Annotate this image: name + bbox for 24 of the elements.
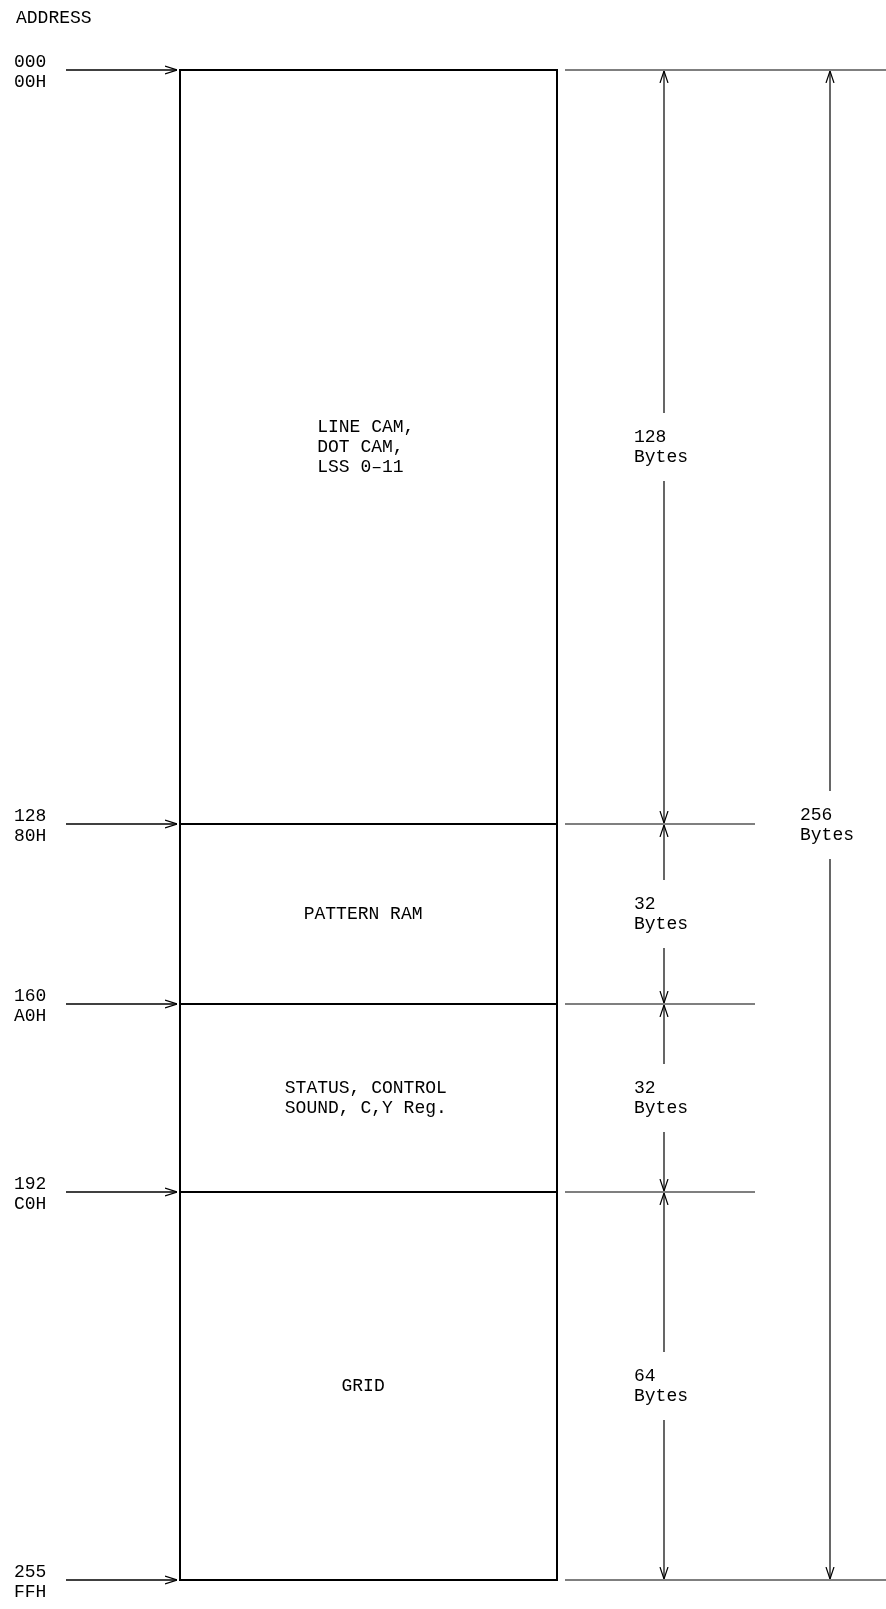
- arrow: [65, 1575, 178, 1585]
- address-label: 192 C0H: [14, 1174, 63, 1214]
- block-label: PATTERN RAM: [303, 904, 424, 924]
- axis-title: ADDRESS: [16, 8, 92, 28]
- dimension-label: 32 Bytes: [634, 894, 689, 934]
- address-label: 160 A0H: [14, 986, 63, 1026]
- dimension-label: 256 Bytes: [800, 805, 855, 845]
- arrow: [65, 1187, 178, 1197]
- memory-block: [179, 1191, 558, 1581]
- dimension-label: 32 Bytes: [634, 1078, 689, 1118]
- memory-block: [179, 823, 558, 1005]
- arrow: [65, 65, 178, 75]
- arrow: [65, 999, 178, 1009]
- address-label: 000 00H: [14, 52, 63, 92]
- memory-block: [179, 1003, 558, 1193]
- dimension-label: 128 Bytes: [634, 427, 689, 467]
- block-label: STATUS, CONTROL SOUND, C,Y Reg.: [284, 1078, 448, 1118]
- dimension-label: 64 Bytes: [634, 1366, 689, 1406]
- block-label: LINE CAM, DOT CAM, LSS 0–11: [317, 417, 416, 477]
- address-label: 128 80H: [14, 806, 63, 846]
- address-label: 255 FFH: [14, 1562, 63, 1602]
- block-label: GRID: [341, 1376, 386, 1396]
- arrow: [65, 819, 178, 829]
- memory-block: [179, 69, 558, 825]
